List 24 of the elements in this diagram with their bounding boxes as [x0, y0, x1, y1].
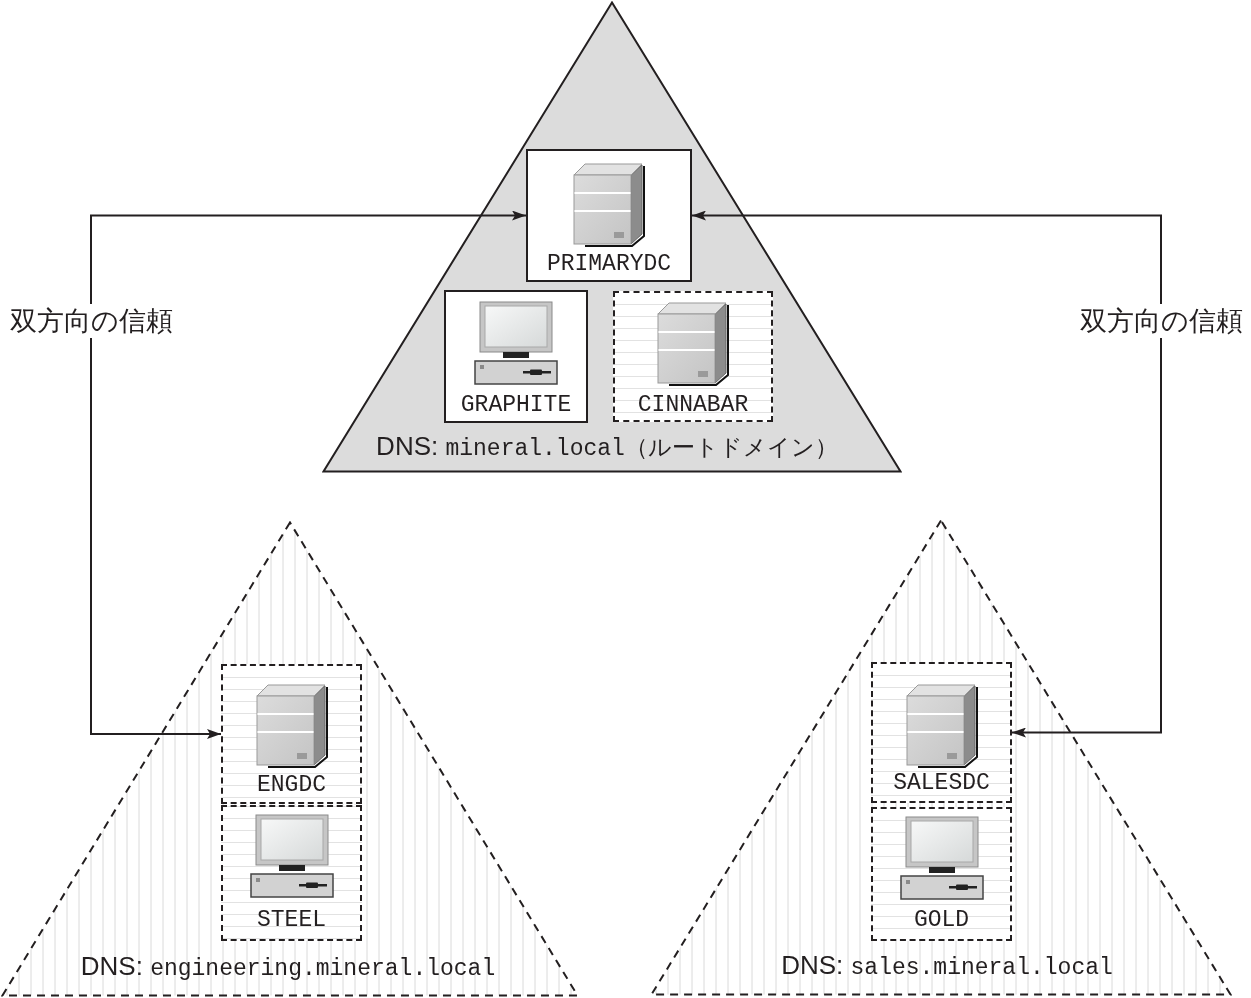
domain-label: DNS: mineral.local（ルートドメイン） [376, 431, 838, 464]
host-box [613, 291, 773, 422]
host-name: SALESDC [893, 770, 990, 796]
double-arrow [90, 210, 527, 739]
domain-triangle [650, 519, 1232, 996]
host-box [871, 662, 1012, 803]
domain-label: DNS: engineering.mineral.local [80, 951, 496, 984]
host-name: CINNABAR [637, 392, 749, 418]
domain-triangle [322, 1, 902, 473]
host-box [221, 664, 362, 804]
edge-label: 双方向の信頼 [1078, 304, 1244, 338]
host-box [444, 290, 588, 423]
double-arrow [691, 210, 1162, 738]
domain-label: DNS: sales.mineral.local [781, 950, 1113, 983]
host-box [221, 805, 362, 941]
host-name: GRAPHITE [460, 392, 572, 418]
host-name: GOLD [913, 907, 970, 933]
host-name: PRIMARYDC [546, 251, 672, 277]
host-box [871, 807, 1012, 941]
host-box [526, 149, 692, 282]
domain-triangle [1, 521, 579, 997]
host-name: STEEL [257, 907, 326, 933]
edge-label: 双方向の信頼 [8, 304, 174, 338]
host-name: ENGDC [257, 772, 326, 798]
